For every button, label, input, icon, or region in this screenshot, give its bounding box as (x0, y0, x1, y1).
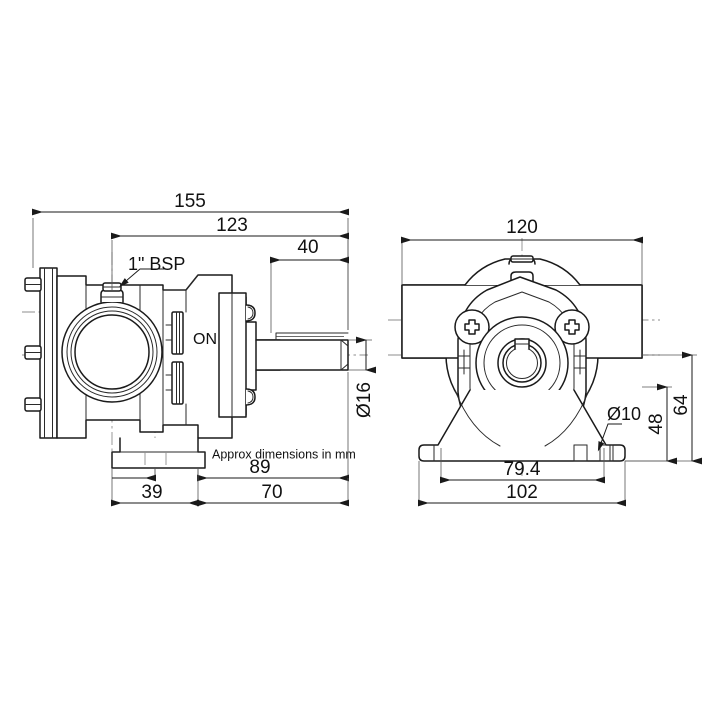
bearing-housing (218, 292, 256, 418)
end-elevation-view: 120 64 48 Ø10 79.4 (388, 217, 702, 507)
pump-side-geometry: ON (24, 267, 349, 469)
bsp-inlet-port (61, 282, 163, 403)
dim-flange-to-shaft-123: 123 (111, 215, 349, 330)
cover-screw-right (554, 309, 590, 345)
shaft-circle (502, 343, 542, 383)
dim-text-39: 39 (141, 482, 162, 503)
mount-hole-section (573, 444, 614, 462)
dim-text-120: 120 (506, 217, 538, 238)
flange-bolt-bottom (24, 397, 42, 412)
dim-hole-spacing-79-4: 79.4 (440, 448, 605, 484)
dim-text-64: 64 (671, 394, 692, 416)
dim-text-79-4: 79.4 (504, 459, 541, 480)
dim-text-40: 40 (297, 237, 318, 258)
dim-center-to-foot-top-48: 48 (625, 383, 677, 465)
dim-text-123: 123 (216, 215, 248, 236)
units-note: Approx dimensions in mm (212, 447, 356, 461)
dim-foot-to-shaft-70: 70 (197, 468, 349, 507)
dim-overall-width-120: 120 (401, 217, 643, 285)
drive-shaft (255, 332, 349, 371)
flange-bolt-top (24, 277, 42, 292)
inlet-flange (24, 267, 58, 439)
dim-text-70: 70 (261, 482, 282, 503)
port-slot-lower (165, 361, 184, 405)
callout-bsp-thread: 1" BSP (119, 254, 185, 287)
cover-rib-left (457, 349, 471, 375)
flange-bolt-middle (24, 345, 42, 360)
callout-text-bsp: 1" BSP (128, 254, 185, 274)
mounting-foot (111, 437, 206, 469)
mounting-bracket (418, 389, 626, 462)
dim-text-48: 48 (646, 413, 667, 434)
dim-text-diameter-16: Ø16 (354, 382, 375, 418)
cover-screw-left (454, 309, 490, 345)
dim-shaft-length-40: 40 (270, 237, 349, 333)
callout-text-diameter-10: Ø10 (607, 404, 641, 424)
dim-text-89: 89 (249, 457, 270, 478)
port-slot-upper (165, 311, 184, 355)
rotation-direction-label: ON (193, 331, 217, 348)
dim-foot-width-102: 102 (418, 461, 626, 507)
pump-end-geometry (401, 255, 643, 462)
dim-shaft-diameter-16: Ø16 (348, 336, 376, 418)
side-elevation-view: ON (22, 191, 376, 507)
cover-rib-right (573, 349, 587, 375)
callout-mount-hole: Ø10 (597, 404, 641, 452)
dim-foot-front-offset-39: 39 (111, 468, 199, 507)
dim-text-102: 102 (506, 482, 538, 503)
dim-text-155: 155 (174, 191, 206, 212)
